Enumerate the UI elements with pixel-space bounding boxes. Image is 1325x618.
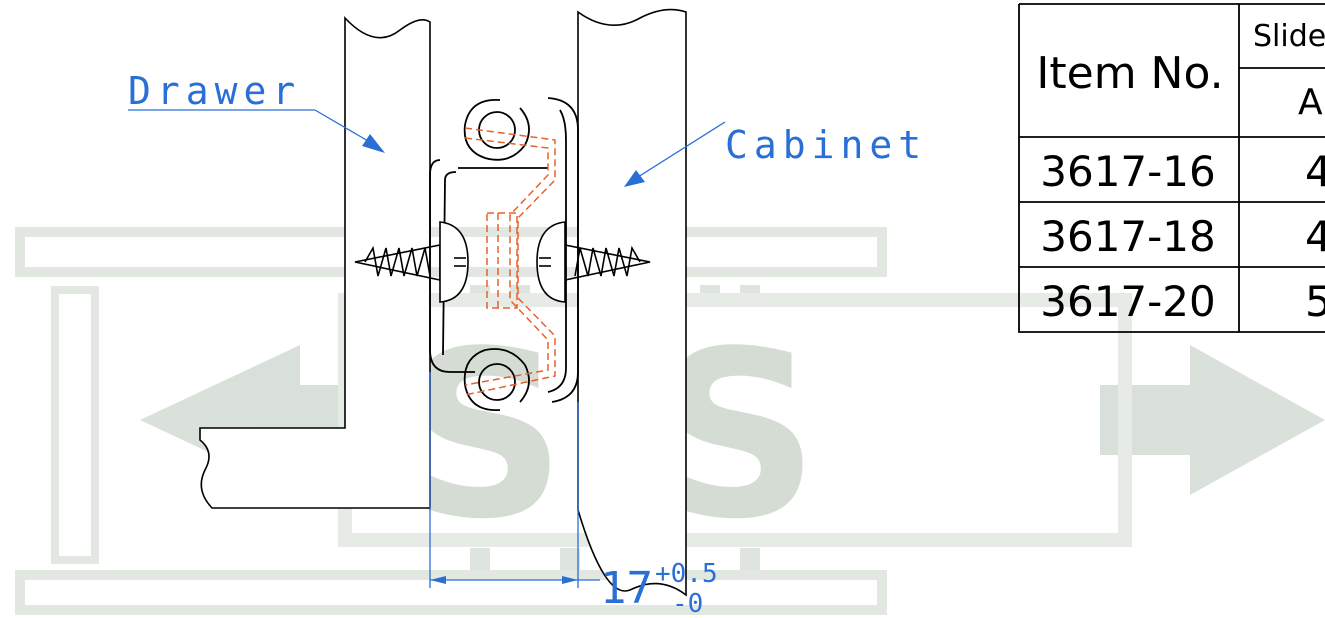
hidden-inner-member <box>464 127 556 396</box>
table-header-a: A( <box>1298 82 1325 123</box>
dimension-tol-plus: +0.5 <box>655 559 718 589</box>
table-row-a: 4 <box>1305 147 1325 196</box>
table-row-a: 4 <box>1305 212 1325 261</box>
dimension-tol-minus: -0 <box>672 589 703 618</box>
cabinet-label: Cabinet <box>725 123 927 167</box>
table-header-item: Item No. <box>1036 48 1223 99</box>
table-row-item: 3617-20 <box>1040 277 1216 326</box>
table-row-item: 3617-18 <box>1040 212 1216 261</box>
cabinet-panel <box>577 8 687 597</box>
drawer-screw <box>354 221 469 303</box>
drawer-label-group: Drawer <box>128 69 385 153</box>
cabinet-label-group: Cabinet <box>624 121 927 187</box>
table-row-a: 5 <box>1305 277 1325 326</box>
table-header-slide: Slide <box>1253 19 1325 54</box>
cabinet-screw <box>536 221 651 303</box>
drawer-label: Drawer <box>128 69 301 113</box>
spec-table <box>1018 3 1325 333</box>
gap-dimension <box>429 372 600 588</box>
table-row-item: 3617-16 <box>1040 147 1216 196</box>
dimension-value: 17 <box>600 563 653 614</box>
